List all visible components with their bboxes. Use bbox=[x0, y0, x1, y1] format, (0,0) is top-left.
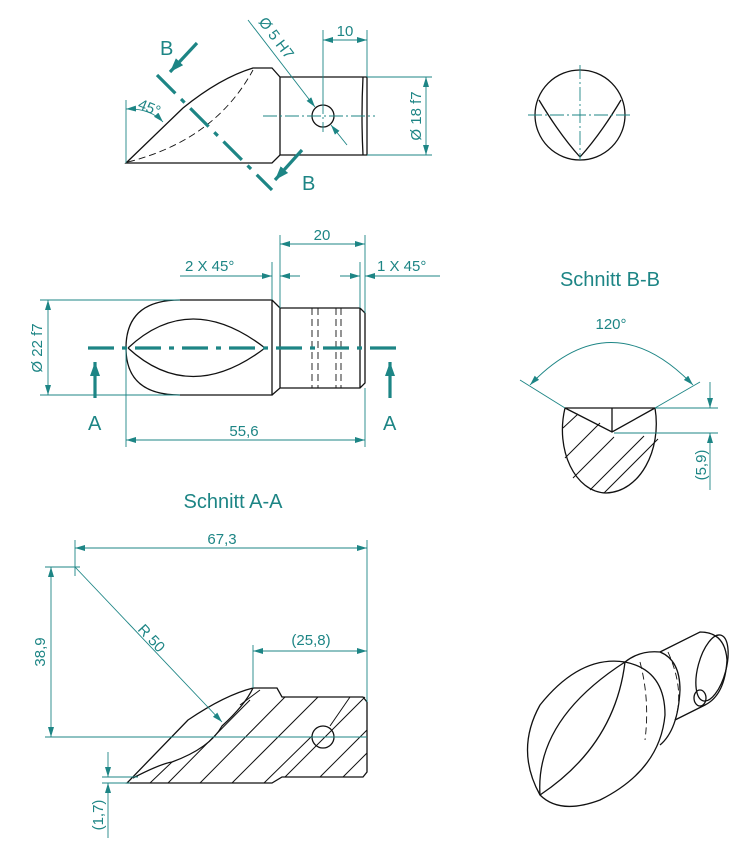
section-label-b: B bbox=[160, 38, 173, 60]
section-line-b bbox=[155, 73, 274, 192]
section-title-aa: Schnitt A-A bbox=[184, 491, 284, 513]
dim-length-total: 55,6 bbox=[229, 423, 258, 440]
section-title-bb: Schnitt B-B bbox=[560, 269, 660, 291]
section-label-a: A bbox=[88, 413, 102, 435]
section-outline bbox=[125, 687, 368, 784]
dim-hole-position: 10 bbox=[337, 23, 354, 40]
dim-radius: R 50 bbox=[134, 621, 168, 656]
extension-lines bbox=[322, 30, 368, 104]
section-label-b: B bbox=[302, 173, 315, 195]
hole-leader bbox=[330, 124, 348, 146]
radius-leader bbox=[74, 566, 223, 723]
extension-lines bbox=[125, 348, 366, 447]
top-view: 10 Ø 18 f7 Ø 5 H7 45° B B bbox=[124, 14, 432, 195]
extension-lines bbox=[367, 76, 432, 156]
dim-depth: (5,9) bbox=[693, 450, 710, 481]
dim-angle-45: 45° bbox=[136, 96, 163, 120]
extension-lines bbox=[614, 407, 718, 434]
hatch-line bbox=[562, 413, 659, 494]
centerline bbox=[528, 65, 632, 160]
dim-chamfer-left: 2 X 45° bbox=[185, 258, 234, 275]
hole-leader bbox=[247, 19, 316, 108]
collar bbox=[624, 651, 681, 746]
shaft bbox=[659, 631, 728, 721]
lens-edge bbox=[539, 661, 626, 796]
dim-hole-diameter: Ø 5 H7 bbox=[255, 14, 297, 62]
end-view bbox=[528, 65, 632, 161]
hidden-edge bbox=[639, 651, 680, 741]
angle-arc-120 bbox=[529, 342, 694, 386]
dim-height: 38,9 bbox=[32, 637, 49, 666]
hatching bbox=[562, 413, 659, 494]
dim-angle-120: 120° bbox=[595, 316, 626, 333]
front-view: A A 20 2 X 45° 1 X 45° Ø 22 f7 55,6 bbox=[29, 227, 440, 447]
section-bb: Schnitt B-B 120° (5,9) bbox=[519, 269, 718, 494]
dim-diameter-22: Ø 22 f7 bbox=[29, 323, 46, 372]
dim-length-20: 20 bbox=[314, 227, 331, 244]
dim-chamfer-right: 1 X 45° bbox=[377, 258, 426, 275]
extension-lines bbox=[74, 540, 368, 702]
section-outline bbox=[561, 407, 657, 494]
angle-arc bbox=[125, 105, 164, 123]
pin-hole bbox=[693, 689, 707, 707]
dim-flat: (25,8) bbox=[291, 632, 330, 649]
extension-lines bbox=[40, 299, 180, 396]
section-arrow-b-top bbox=[168, 41, 199, 74]
hidden-edge bbox=[127, 69, 254, 163]
extension-line bbox=[271, 262, 361, 308]
part-outline bbox=[124, 67, 368, 164]
section-arrow-b-bottom bbox=[273, 148, 304, 182]
isometric-view bbox=[526, 631, 729, 808]
section-aa: Schnitt A-A 67,3 38,9 R 50 (25,8) (1,7) bbox=[32, 491, 368, 838]
extension-lines bbox=[279, 235, 366, 313]
shaft-end bbox=[695, 634, 729, 702]
centerline bbox=[263, 100, 375, 132]
r50-curve bbox=[132, 687, 254, 779]
dim-offset: (1,7) bbox=[90, 800, 107, 831]
section-label-a: A bbox=[383, 413, 397, 435]
dim-shaft-diameter: Ø 18 f7 bbox=[408, 91, 425, 140]
angle-extension bbox=[519, 379, 701, 409]
lens-outline bbox=[526, 660, 666, 808]
v-groove bbox=[564, 407, 656, 433]
dim-length: 67,3 bbox=[207, 531, 236, 548]
